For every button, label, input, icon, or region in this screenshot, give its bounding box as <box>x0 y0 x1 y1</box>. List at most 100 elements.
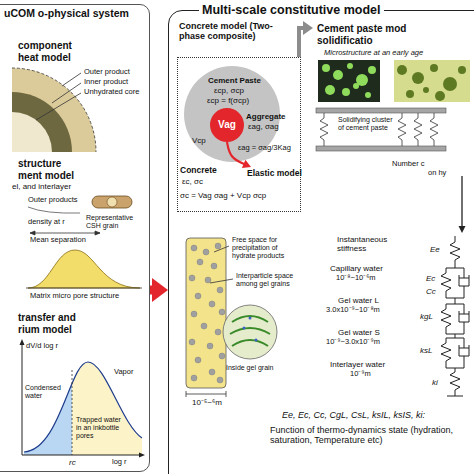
annotation-text: Free space for precipitation of hydrate … <box>232 236 296 260</box>
solidifying-cluster <box>320 113 438 146</box>
annotation-text: log r <box>112 458 127 467</box>
separation-arrow <box>30 231 35 235</box>
pore-cylinder <box>189 339 195 345</box>
pore-cylinder <box>191 375 197 381</box>
csh-grain <box>92 196 132 208</box>
microstructure-image <box>365 92 371 98</box>
moisture-graph <box>22 340 72 456</box>
solidifying-cluster <box>316 146 446 151</box>
rheology-model: Instantaneous stiffness <box>297 233 474 398</box>
gel-grain-zoom <box>243 317 258 342</box>
annotation-text: εcp = f(σcp) <box>207 96 249 105</box>
cement-paste-model: Cement paste mod solidificatio <box>313 23 474 176</box>
pore-cylinder <box>189 275 195 281</box>
pore-cylinder <box>207 343 213 349</box>
microstructure-image <box>318 60 470 102</box>
gel-grain-zoom <box>243 327 246 330</box>
spring-chain <box>441 236 469 396</box>
annotation-text: el, and interlayer <box>12 182 71 191</box>
annotation-text: Interlayer water <box>330 360 385 369</box>
annotation-text: Gel water L <box>338 296 379 305</box>
annotation-text: εag = σag/3Kag <box>238 144 291 153</box>
microstructure-image <box>318 60 380 102</box>
microstructure-image <box>394 60 470 102</box>
gel-grain-zoom <box>223 305 277 359</box>
annotation-text: Ee, Ec, Cc, CgL, CsL, ksIL, ksIS, ki: <box>282 410 425 420</box>
annotation-text: transfer and <box>18 312 76 324</box>
annotation-text: εc, σc <box>182 177 203 186</box>
microstructure-image <box>406 90 414 98</box>
microstructure-image <box>397 64 466 101</box>
node-text: Multi-scale constitutive model <box>199 3 384 17</box>
pore-cylinder <box>191 311 197 317</box>
annotation-text: heat model <box>18 52 71 64</box>
annotation-text: Inside gel grain <box>226 364 296 372</box>
pore-cylinder <box>186 238 226 388</box>
node-text: Instantaneous stiffness <box>337 235 409 253</box>
microstructure-image <box>423 87 429 93</box>
microstructure-image <box>322 63 376 98</box>
annotation-text: 3.0x10⁻⁹~10⁻⁸m <box>326 306 380 315</box>
node-text: Concrete model (Two-phase composite) <box>179 21 295 42</box>
annotation-text: kgL <box>420 312 433 321</box>
annotation-text: Cc <box>426 287 436 296</box>
pore-cylinder <box>217 377 223 383</box>
microstructure-image <box>368 66 376 74</box>
microstructure-image <box>333 70 343 80</box>
solidifying-cluster <box>316 108 446 113</box>
leader-line <box>210 279 233 283</box>
pore-distribution <box>26 288 142 289</box>
annotation-text: Function of thermo-dynamics state (hydra… <box>270 425 470 446</box>
gel-grain-zoom <box>223 305 277 359</box>
annotation-text: Vcp <box>192 136 206 145</box>
leader-line <box>210 246 233 283</box>
annotation-text: εag, σag <box>248 122 279 131</box>
circle-outline <box>210 108 244 142</box>
moisture-graph <box>72 370 73 455</box>
annotation-text: 10⁻⁹m <box>350 370 371 379</box>
csh-grain <box>107 197 117 207</box>
leader-line <box>36 93 81 120</box>
solidifying-cluster <box>316 108 446 151</box>
scale-bar <box>186 391 226 397</box>
microstructure-image <box>443 77 457 91</box>
csh-grain <box>92 196 132 208</box>
annotation-text: rium model <box>18 324 72 336</box>
microstructure-image <box>397 65 407 75</box>
aggregate-circle: Vag <box>210 108 244 142</box>
microstructure-image <box>342 88 350 96</box>
annotation-text: Representative CSH grain <box>86 214 146 230</box>
hydration-arcs <box>12 92 72 152</box>
leader-line <box>214 246 229 252</box>
elastic-model-label: Elastic model <box>245 167 304 181</box>
node-text: uCOM o-physical system <box>4 7 129 19</box>
hydration-arcs <box>12 68 96 152</box>
pore-cylinder <box>191 245 197 251</box>
annotation-text: Number c <box>392 160 425 169</box>
annotation-text: Matrix micro pore structure <box>30 292 142 301</box>
pore-cylinder <box>203 249 209 255</box>
pore-cylinder <box>209 301 215 307</box>
annotation-text: Cement Paste <box>208 76 261 85</box>
connector-arrow <box>461 176 462 228</box>
annotation-text: density at r <box>28 218 65 227</box>
annotation-text: Solidifying cluster of cement paste <box>338 116 393 132</box>
gel-grain-zoom <box>249 317 252 320</box>
annotation-text: Unhydrated core <box>84 88 139 97</box>
node-text: Cement paste mod solidificatio <box>317 23 425 46</box>
annotation-text: Ec <box>426 274 435 283</box>
moisture-graph <box>20 339 146 458</box>
annotation-text: Capillary water <box>330 264 383 273</box>
moisture-graph <box>20 339 25 345</box>
pore-distribution <box>28 250 140 288</box>
pore-cylinder <box>215 243 221 249</box>
microstructure-image <box>412 72 424 84</box>
density-curve <box>28 207 80 213</box>
annotation-text: 10⁻⁹~3.0x10⁻⁹m <box>326 338 380 347</box>
annotation-text: ksL <box>420 346 432 355</box>
separation-arrow <box>30 233 100 234</box>
pore-cylinder <box>197 259 203 265</box>
annotation-text: on hy <box>428 169 446 178</box>
gel-grain-zoom <box>255 339 258 342</box>
